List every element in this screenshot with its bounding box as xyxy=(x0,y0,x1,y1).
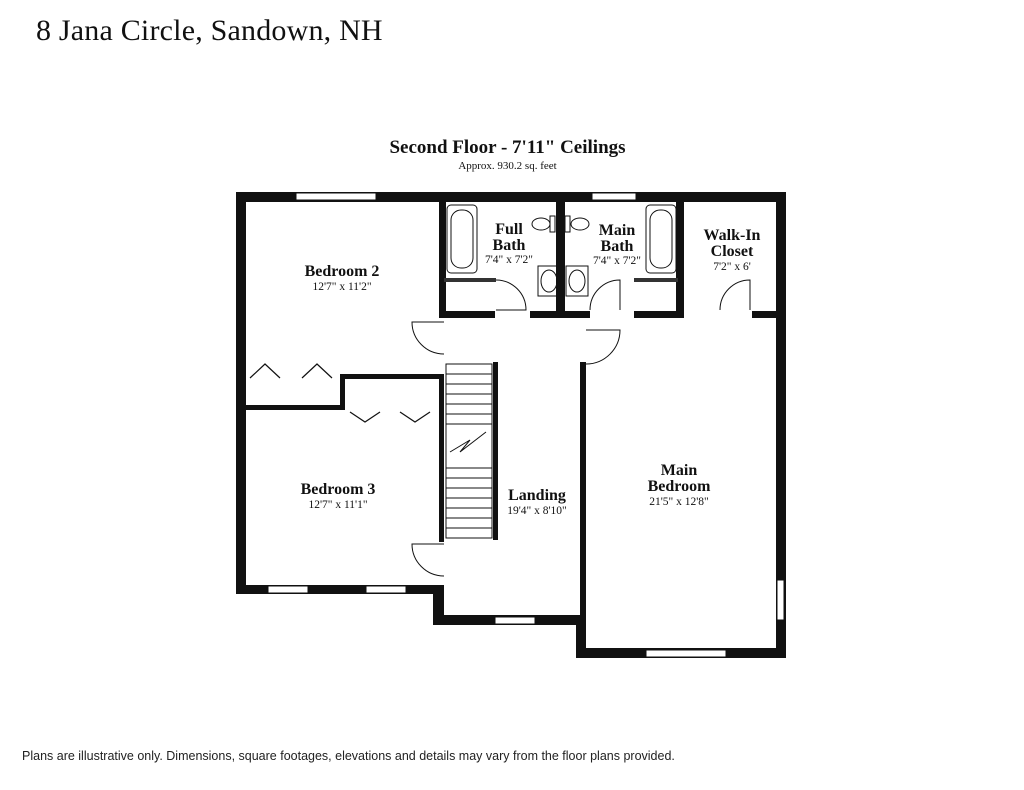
bath-fixtures xyxy=(446,204,677,297)
main-bath-name-line1: Main xyxy=(599,222,636,239)
full-bath-dims: 7'4" x 7'2" xyxy=(485,254,533,266)
full-bath-name-line2: Bath xyxy=(493,237,526,254)
bedroom3-name: Bedroom 3 xyxy=(301,481,376,498)
bedroom3-dims: 12'7" x 11'1" xyxy=(308,499,367,511)
floor-area: Approx. 930.2 sq. feet xyxy=(458,160,557,172)
interior-walls xyxy=(246,198,780,620)
closet-doors xyxy=(249,363,431,423)
main-bedroom-name-line2: Bedroom xyxy=(648,478,711,495)
disclaimer: Plans are illustrative only. Dimensions,… xyxy=(22,749,675,763)
windows xyxy=(267,192,785,658)
full-bath-name-line1: Full xyxy=(495,221,523,238)
walkin-closet-name-line2: Closet xyxy=(711,243,754,260)
main-bath-dims: 7'4" x 7'2" xyxy=(593,255,641,267)
main-bedroom-name-line1: Main xyxy=(661,462,698,479)
bedroom2-name: Bedroom 2 xyxy=(305,263,380,280)
stairs xyxy=(445,363,493,539)
landing-name: Landing xyxy=(508,487,566,504)
main-bedroom-dims: 21'5" x 12'8" xyxy=(649,496,709,508)
walkin-closet-dims: 7'2" x 6' xyxy=(713,261,751,273)
floor-title: Second Floor - 7'11" Ceilings xyxy=(389,137,626,158)
main-bath-name-line2: Bath xyxy=(601,238,634,255)
landing-dims: 19'4" x 8'10" xyxy=(507,505,567,517)
property-address: 8 Jana Circle, Sandown, NH xyxy=(36,14,383,47)
walkin-closet-name-line1: Walk-In xyxy=(704,227,761,244)
bedroom2-dims: 12'7" x 11'2" xyxy=(312,281,371,293)
doors xyxy=(411,279,751,577)
